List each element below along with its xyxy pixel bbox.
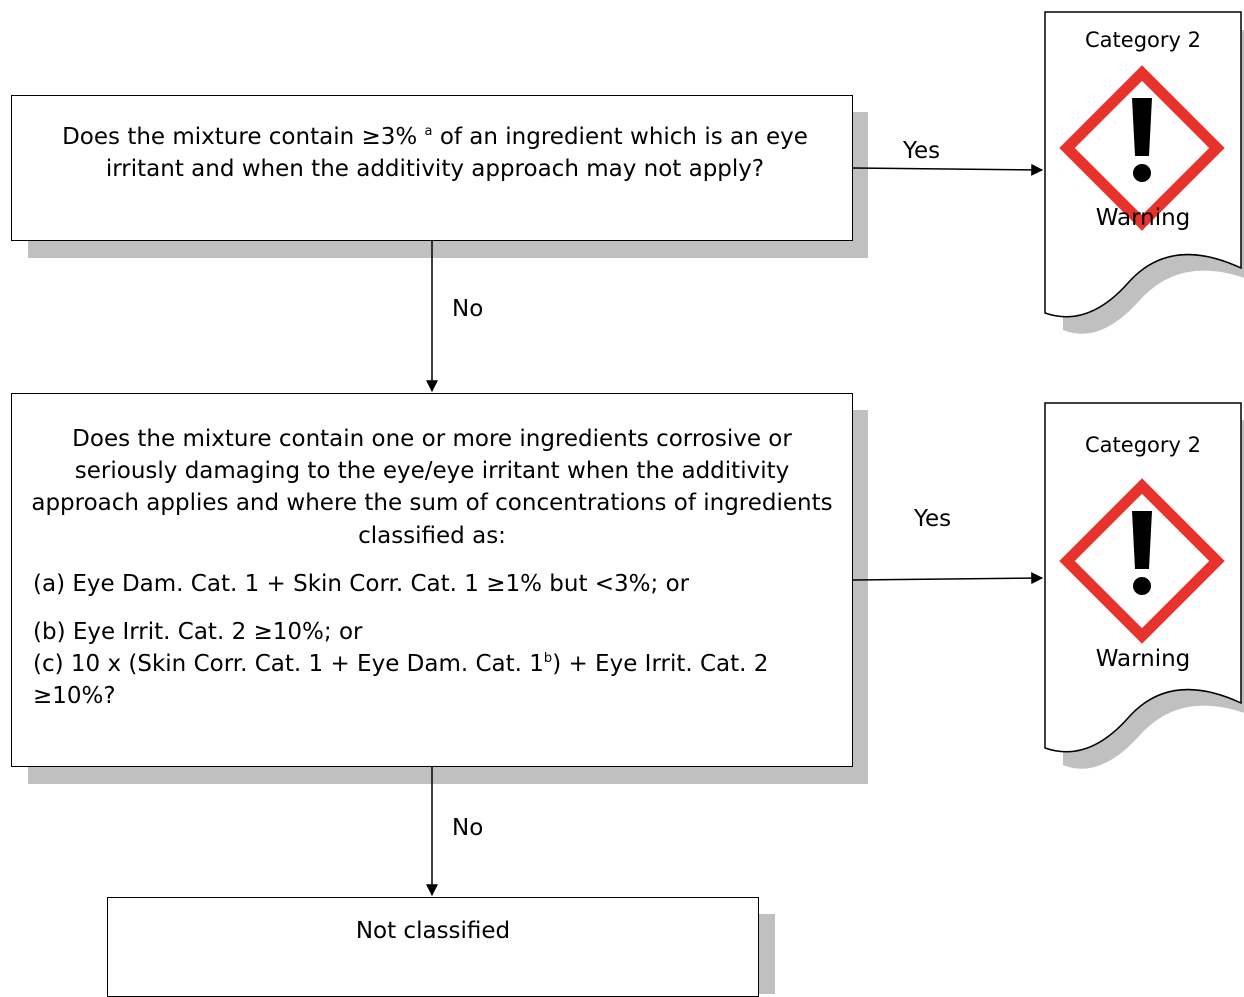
question2-item-a: (a) Eye Dam. Cat. 1 + Skin Corr. Cat. 1 … <box>33 571 690 597</box>
question1-box <box>11 95 853 241</box>
question2-item-c-part2: ) + Eye Irrit. Cat. 2 ≥10%? <box>33 651 769 710</box>
question2-item-c-part1: (c) 10 x (Skin Corr. Cat. 1 + Eye Dam. C… <box>33 651 544 677</box>
footnote-b: b <box>543 651 553 666</box>
question2-item-b: (b) Eye Irrit. Cat. 2 ≥10%; or <box>33 619 363 645</box>
yes1-label: Yes <box>903 138 941 164</box>
card1-category: Category 2 <box>1085 28 1201 52</box>
card2-signal-word: Warning <box>1095 646 1191 672</box>
question2-box <box>11 393 853 767</box>
yes2-label: Yes <box>914 506 952 532</box>
card2-category: Category 2 <box>1085 433 1201 457</box>
footnote-a: a <box>424 124 433 139</box>
question1-text: Does the mixture contain ≥3% a of an ing… <box>40 121 830 185</box>
card2-exclamation-pictogram <box>1059 478 1225 644</box>
question1-text-part1: Does the mixture contain ≥3% <box>62 124 425 150</box>
yes1-arrow <box>852 163 1044 176</box>
question1-text-part2: of an ingredient which is an eye irritan… <box>105 124 808 183</box>
yes2-arrow <box>852 572 1044 585</box>
card1-signal-word: Warning <box>1095 205 1191 231</box>
card1-exclamation-pictogram <box>1059 65 1225 231</box>
question2-item-c: (c) 10 x (Skin Corr. Cat. 1 + Eye Dam. C… <box>33 648 843 712</box>
no2-label: No <box>452 815 484 841</box>
result-text: Not classified <box>355 918 511 944</box>
question2-intro: Does the mixture contain one or more ing… <box>31 426 833 549</box>
no1-label: No <box>452 296 484 322</box>
